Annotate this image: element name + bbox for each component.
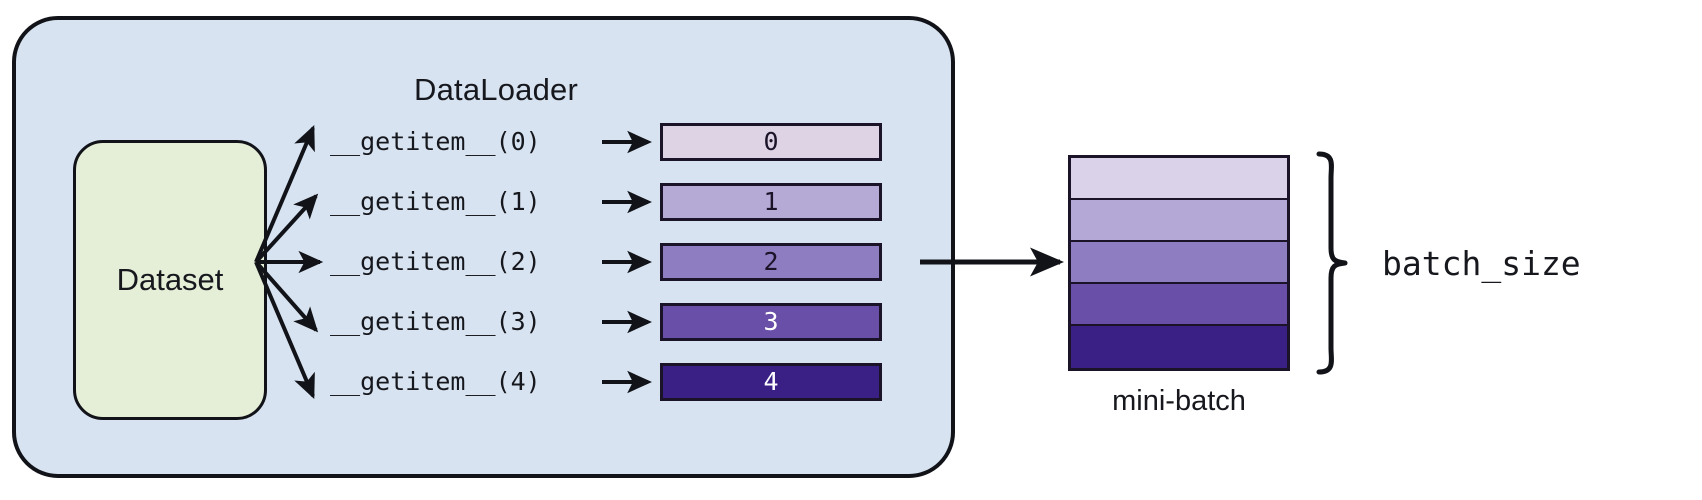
minibatch-label: mini-batch xyxy=(1112,385,1246,417)
sample-bar: 4 xyxy=(660,363,882,401)
getitem-call-label: __getitem__(0) xyxy=(330,127,541,156)
getitem-arrow-icon xyxy=(602,370,653,394)
table-row: __getitem__(3) 3 xyxy=(330,302,890,342)
dataset-label: Dataset xyxy=(116,262,224,297)
sample-index-label: 3 xyxy=(763,307,779,336)
sample-index-label: 4 xyxy=(763,367,779,396)
sample-bar: 3 xyxy=(660,303,882,341)
sample-index-label: 2 xyxy=(763,247,779,276)
getitem-call-label: __getitem__(4) xyxy=(330,367,541,396)
getitem-arrow-icon xyxy=(602,190,653,214)
minibatch-segment xyxy=(1071,326,1287,368)
sample-bar: 2 xyxy=(660,243,882,281)
getitem-call-label: __getitem__(1) xyxy=(330,187,541,216)
table-row: __getitem__(2) 2 xyxy=(330,242,890,282)
minibatch-segment xyxy=(1071,158,1287,200)
dataloader-title: DataLoader xyxy=(413,72,578,107)
sample-index-label: 0 xyxy=(763,127,779,156)
getitem-arrow-icon xyxy=(602,310,653,334)
dataset-box: Dataset xyxy=(73,140,267,420)
table-row: __getitem__(1) 1 xyxy=(330,182,890,222)
table-row: __getitem__(0) 0 xyxy=(330,122,890,162)
sample-bar: 1 xyxy=(660,183,882,221)
curly-brace-icon xyxy=(1316,151,1348,375)
sample-index-label: 1 xyxy=(763,187,779,216)
table-row: __getitem__(4) 4 xyxy=(330,362,890,402)
minibatch-segment xyxy=(1071,200,1287,242)
sample-bar: 0 xyxy=(660,123,882,161)
getitem-arrow-icon xyxy=(602,250,653,274)
minibatch-segment xyxy=(1071,284,1287,326)
getitem-call-label: __getitem__(2) xyxy=(330,247,541,276)
minibatch-segment xyxy=(1071,242,1287,284)
minibatch-stack xyxy=(1068,155,1290,371)
batch-size-label: batch_size xyxy=(1382,244,1581,283)
getitem-call-label: __getitem__(3) xyxy=(330,307,541,336)
getitem-arrow-icon xyxy=(602,130,653,154)
